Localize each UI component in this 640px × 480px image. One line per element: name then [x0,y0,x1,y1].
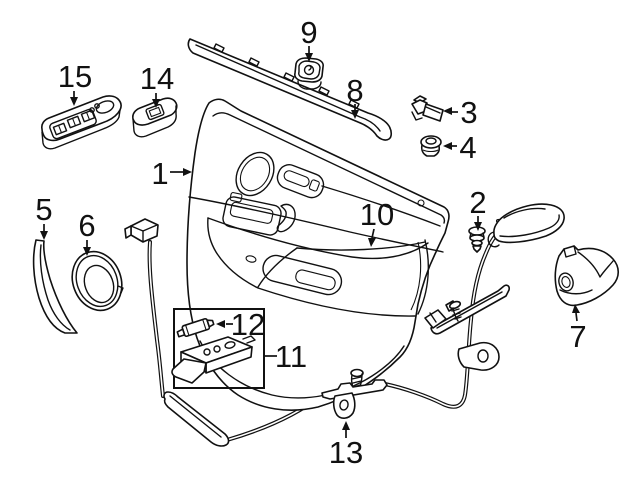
callout-leader-7 [575,312,578,322]
part-2-clip-drawing [468,226,486,253]
callout-arrowhead-13 [342,421,350,430]
part-9-tweeter-cover-drawing [294,57,324,90]
callout-10: 10 [360,197,394,247]
callout-arrowhead-10 [368,238,376,247]
door-pull-bracket-drawing [487,203,565,248]
callout-number-15: 15 [58,59,92,94]
part-8-sill-strip-drawing [187,38,393,141]
part-11-courtesy-lamp-drawing [171,335,256,384]
callout-14: 14 [140,61,174,108]
callout-arrowhead-9 [305,53,313,62]
part-6-speaker-ring-drawing [71,250,124,312]
callout-number-5: 5 [35,192,52,227]
callout-7: 7 [569,304,587,354]
part-15-window-switch-panel-drawing [41,95,122,150]
callout-1: 1 [151,156,192,191]
callout-12: 12 [216,307,265,342]
callout-15: 15 [58,59,92,106]
callout-arrowhead-8 [351,110,359,119]
callout-leader-10 [371,228,375,239]
callout-arrowhead-6 [83,247,91,256]
part-4-grommet-drawing [420,135,442,157]
callout-arrowhead-7 [572,304,580,313]
callout-number-12: 12 [231,307,265,342]
part-13-harness-bracket-drawing [321,368,388,419]
callout-number-1: 1 [151,156,168,191]
callout-number-14: 14 [140,61,174,96]
callout-11: 11 [265,339,307,374]
part-11-12-lamp-group-drawing [171,308,265,389]
callout-arrowhead-3 [443,107,452,115]
callout-number-7: 7 [569,319,586,354]
callout-6: 6 [78,208,96,256]
callout-number-13: 13 [329,435,363,470]
lock-rail-drawing [424,284,510,371]
callout-number-2: 2 [469,185,486,220]
part-5-trim-blade-drawing [32,239,78,334]
callout-2: 2 [469,185,487,231]
callout-arrowhead-12 [216,320,225,328]
callout-number-3: 3 [460,95,477,130]
callout-8: 8 [346,73,364,119]
callout-number-6: 6 [78,208,95,243]
callout-number-9: 9 [300,15,317,50]
part-12-bulb-drawing [176,317,215,338]
callout-arrowhead-15 [70,97,78,106]
part-3-bracket-drawing [411,95,444,122]
callout-arrowhead-1 [183,168,192,176]
part-14-switch-drawing [132,97,178,138]
part-1-door-trim-panel-drawing [186,98,450,411]
callout-9: 9 [300,15,318,62]
callout-arrowhead-4 [443,142,452,150]
part-7-handle-trim-drawing [554,245,620,307]
callout-3: 3 [443,95,478,130]
callout-arrowhead-5 [40,231,48,240]
callout-13: 13 [329,421,363,470]
callout-number-11: 11 [275,339,307,374]
callout-arrowhead-14 [152,99,160,108]
callout-4: 4 [443,130,477,165]
callout-5: 5 [35,192,53,240]
callout-arrowhead-2 [474,222,482,231]
callout-number-10: 10 [360,197,394,232]
callout-number-4: 4 [459,130,476,165]
callout-number-8: 8 [346,73,363,108]
reference-box [173,308,265,389]
